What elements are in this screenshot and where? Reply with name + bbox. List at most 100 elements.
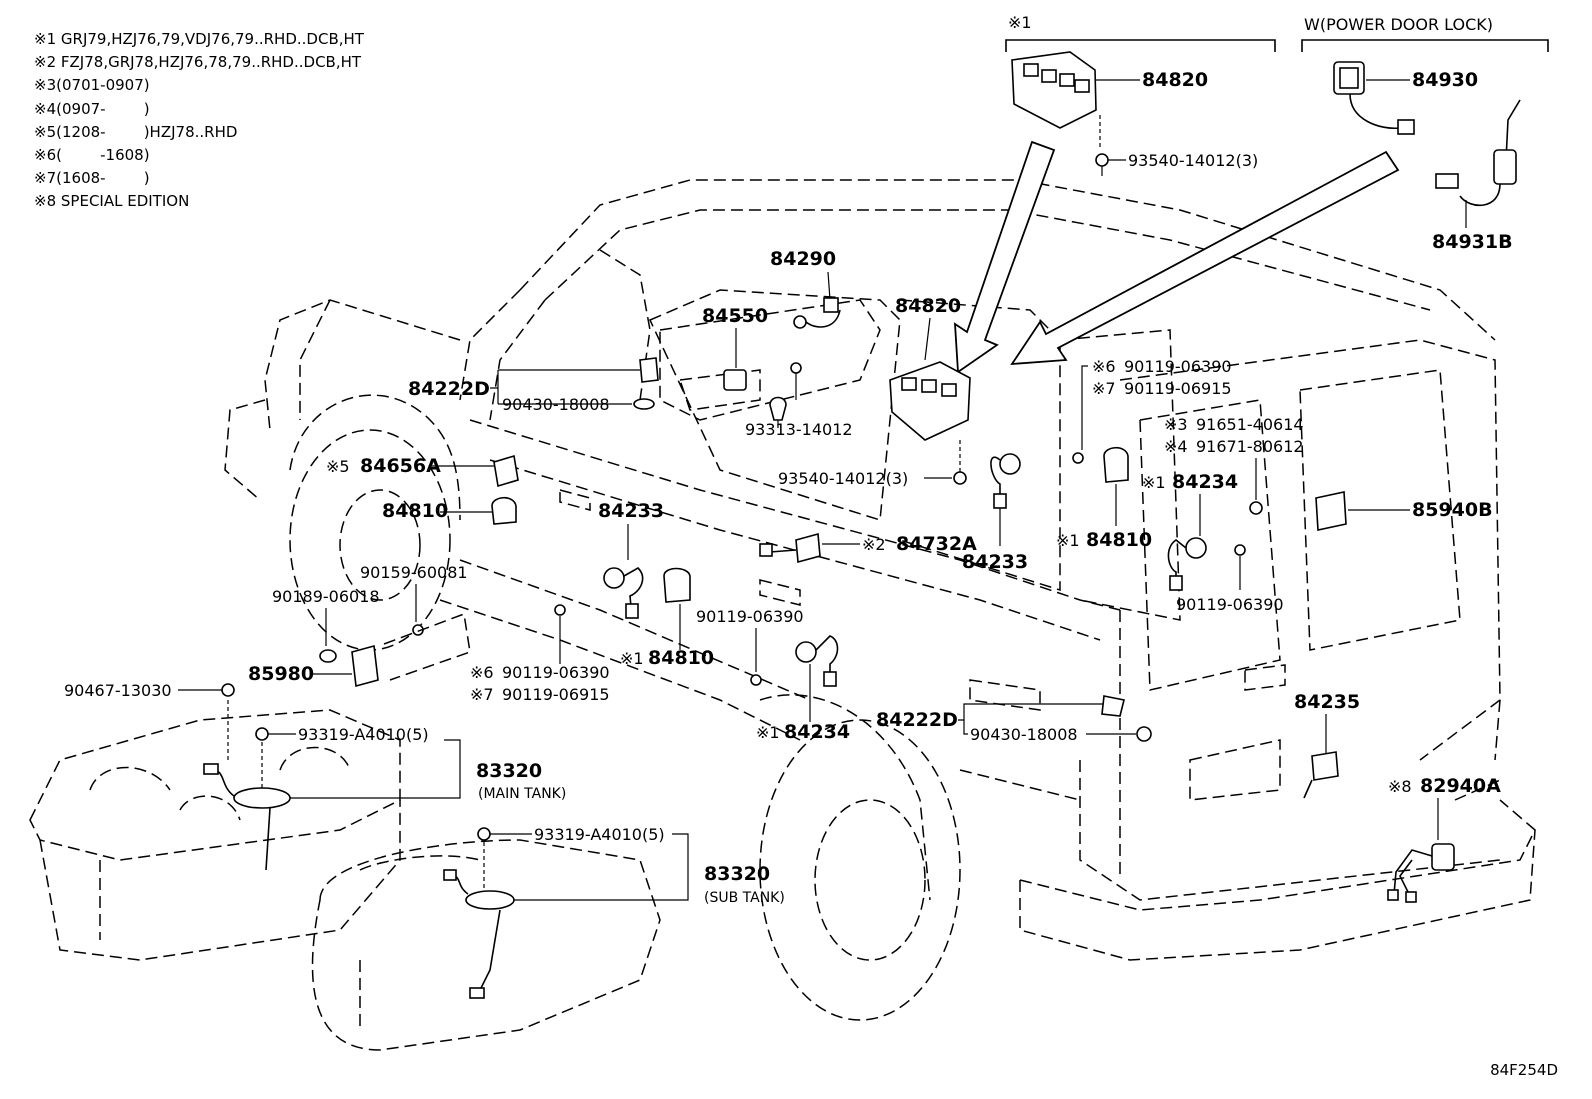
mark-4: ※4 <box>1164 437 1188 456</box>
mark-5: ※5 <box>326 457 350 476</box>
door-lock-actuator-icon <box>1435 99 1521 207</box>
label-93313: 93313-14012 <box>745 420 853 439</box>
applicability-notes: ※1 GRJ79,HZJ76,79,VDJ76,79..RHD..DCB,HT … <box>34 28 364 214</box>
main-fuel-tank <box>29 709 401 961</box>
part-84810-b: ※1 84810 <box>620 567 714 669</box>
part-84233-front: 84233 <box>598 500 664 619</box>
mark-1b: ※1 <box>1056 531 1080 550</box>
label-91651: 91651-40614 <box>1196 415 1304 434</box>
label-84234-b: 84234 <box>1172 471 1238 493</box>
label-84233-front: 84233 <box>598 500 664 522</box>
mark-1a: ※1 <box>620 649 644 668</box>
arrow-from-inset-right <box>1010 150 1400 366</box>
part-84234-a: ※1 84234 <box>756 635 850 743</box>
note-8: ※8 SPECIAL EDITION <box>34 192 190 211</box>
label-84820: 84820 <box>895 295 961 317</box>
part-90119-rear: ※6 90119-06390 ※7 90119-06915 <box>1072 357 1232 464</box>
inset-bolt-93540: 93540-14012(3) <box>1128 151 1258 170</box>
label-84810-b: 84810 <box>648 647 714 669</box>
part-84810-a: 84810 <box>382 496 517 525</box>
label-84222D-rear: 84222D <box>876 709 958 731</box>
figure-reference: 84F254D <box>1490 1061 1558 1079</box>
label-84290: 84290 <box>770 248 836 270</box>
part-82940A: ※8 82940A <box>1387 775 1501 903</box>
part-90119-rear-door: 90119-06390 <box>696 607 804 686</box>
part-85940B: 85940B <box>1315 491 1493 531</box>
part-83320-sub: 93319-A4010(5) 83320 (SUB TANK) <box>443 825 785 999</box>
label-90430-rear: 90430-18008 <box>970 725 1078 744</box>
part-84222D-front: 84222D 90430-18008 <box>408 357 659 414</box>
mark-6a: ※6 <box>470 663 494 682</box>
label-85940B: 85940B <box>1412 499 1493 521</box>
mark-7b: ※7 <box>1092 379 1116 398</box>
inset-part-84930: 84930 <box>1412 69 1478 91</box>
inset-left-mark: ※1 <box>1008 13 1032 32</box>
label-90430-front: 90430-18008 <box>502 395 610 414</box>
mark-3: ※3 <box>1164 415 1188 434</box>
part-91651-91671: ※3 91651-40614 ※4 91671-80612 <box>1164 415 1304 515</box>
inset-right-title: W(POWER DOOR LOCK) <box>1304 15 1493 34</box>
inset-power-window-switch: ※1 84820 93540-14012(3) <box>1005 13 1276 176</box>
label-90189: 90189-06018 <box>272 587 380 606</box>
mark-7a: ※7 <box>470 685 494 704</box>
mark-8: ※8 <box>1388 777 1412 796</box>
screw-icon <box>1095 153 1109 176</box>
part-84290: 84290 <box>770 248 841 329</box>
label-84810-a: 84810 <box>382 500 448 522</box>
part-84233-rear: 84233 <box>962 453 1028 573</box>
label-93319-main: 93319-A4010(5) <box>298 725 429 744</box>
label-90159: 90159-60081 <box>360 563 468 582</box>
label-83320-sub: 83320 <box>704 863 770 885</box>
door-lock-switch-icon <box>1333 61 1415 135</box>
part-84550: 84550 <box>702 305 768 391</box>
label-84810-c: 84810 <box>1086 529 1152 551</box>
mark-1d: ※1 <box>1142 473 1166 492</box>
part-84732A: ※2 84732A <box>759 532 977 564</box>
label-90467: 90467-13030 <box>64 681 172 700</box>
arrow-from-inset-left <box>953 140 1056 374</box>
label-93319-sub: 93319-A4010(5) <box>534 825 665 844</box>
part-83320-main: 93319-A4010(5) 83320 (MAIN TANK) <box>203 725 566 871</box>
part-93313: 93313-14012 <box>745 362 853 439</box>
part-84235: 84235 <box>1294 691 1360 799</box>
inset-power-door-lock: W(POWER DOOR LOCK) 84930 84931B <box>1301 15 1549 253</box>
sub-fuel-tank <box>311 839 661 1051</box>
label-90119-rear-a: 90119-06390 <box>1124 357 1232 376</box>
label-90119-front-a: 90119-06390 <box>502 663 610 682</box>
label-83320-main: 83320 <box>476 760 542 782</box>
inset-part-84931B: 84931B <box>1432 231 1513 253</box>
note-6: ※6( -1608) <box>34 146 150 165</box>
label-84233-rear: 84233 <box>962 551 1028 573</box>
inset-part-84820: 84820 <box>1142 69 1208 91</box>
caption-main-tank: (MAIN TANK) <box>478 786 566 802</box>
part-93540: 93540-14012(3) <box>778 440 967 488</box>
label-84222D-front: 84222D <box>408 378 490 400</box>
label-90119-front-b: 90119-06915 <box>502 685 610 704</box>
part-84222D-rear: 84222D 90430-18008 <box>876 695 1152 744</box>
part-84234-b: ※1 84234 <box>1142 471 1238 591</box>
note-5: ※5(1208- )HZJ78..RHD <box>34 122 238 141</box>
label-90119-rear-door: 90119-06390 <box>696 607 804 626</box>
power-window-master-switch-icon <box>1011 51 1097 129</box>
label-84732A: 84732A <box>896 533 977 555</box>
mark-6b: ※6 <box>1092 357 1116 376</box>
label-85980: 85980 <box>248 663 314 685</box>
label-82940A: 82940A <box>1420 775 1501 797</box>
vehicle-body-outline <box>224 179 1536 1021</box>
label-90119-rear-b: 90119-06915 <box>1124 379 1232 398</box>
part-84656A: ※5 84656A <box>326 454 519 488</box>
label-84550: 84550 <box>702 305 768 327</box>
part-90119-front: ※6 90119-06390 ※7 90119-06915 <box>470 604 610 704</box>
part-90119-tailgate: 90119-06390 <box>1176 544 1284 614</box>
label-84234-a: 84234 <box>784 721 850 743</box>
mark-1c: ※1 <box>756 723 780 742</box>
note-3: ※3(0701-0907) <box>34 76 150 95</box>
caption-sub-tank: (SUB TANK) <box>704 890 785 906</box>
label-91671: 91671-80612 <box>1196 437 1304 456</box>
label-84235: 84235 <box>1294 691 1360 713</box>
label-90119-tailgate: 90119-06390 <box>1176 595 1284 614</box>
note-2: ※2 FZJ78,GRJ78,HZJ76,78,79..RHD..DCB,HT <box>34 53 362 72</box>
part-90467: 90467-13030 <box>64 681 235 760</box>
label-84656A: 84656A <box>360 455 441 477</box>
